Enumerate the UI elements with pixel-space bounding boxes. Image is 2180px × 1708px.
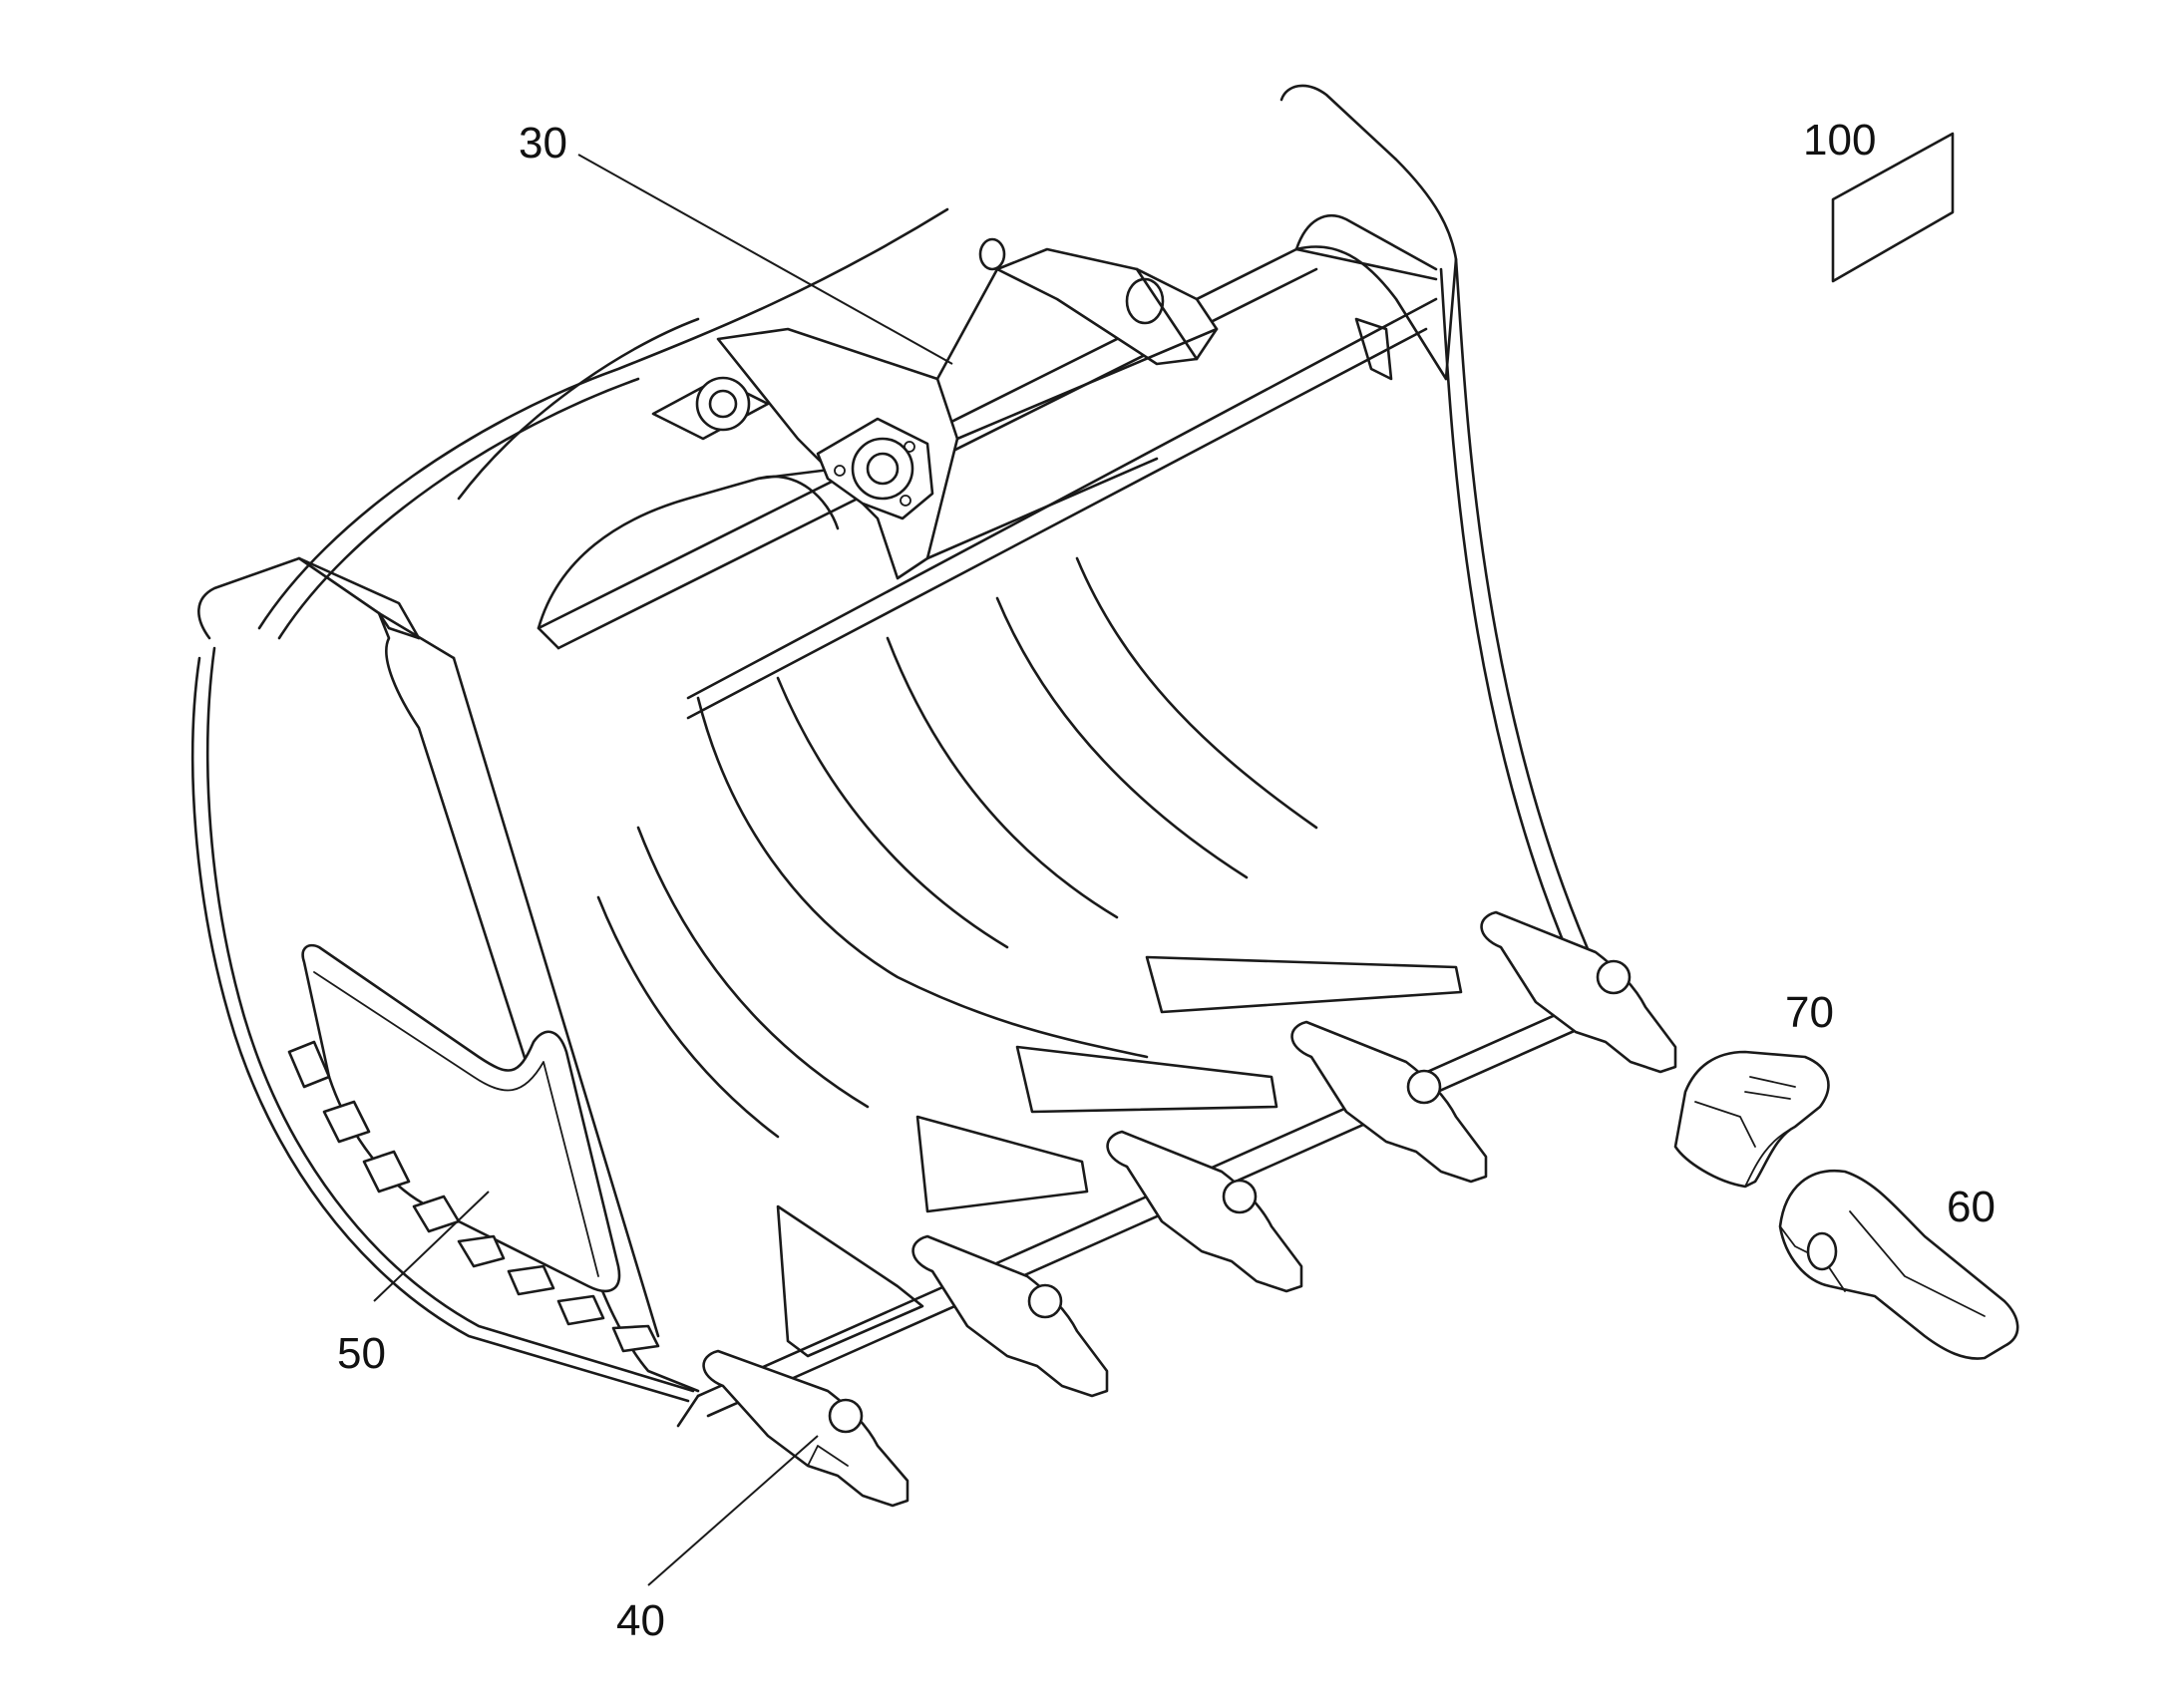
- label-40: 40: [616, 1596, 665, 1645]
- reference-numerals: 30 40 50 60 70 100: [337, 116, 1996, 1645]
- label-60: 60: [1947, 1183, 1996, 1231]
- label-70: 70: [1785, 988, 1834, 1037]
- side-wear-strips: [287, 1040, 660, 1353]
- bucket-shell: [190, 207, 949, 1403]
- wear-cap: [1673, 1050, 1830, 1189]
- tooth-adapters: [702, 910, 1677, 1508]
- label-100: 100: [1803, 116, 1876, 165]
- label-30: 30: [519, 119, 567, 168]
- identification-tag: [1831, 132, 1955, 283]
- tooth-point: [1778, 1169, 2019, 1360]
- leader-lines: [373, 154, 953, 1586]
- top-beam: [537, 84, 1598, 984]
- label-50: 50: [337, 1329, 386, 1378]
- bucket-interior: [596, 556, 1608, 1428]
